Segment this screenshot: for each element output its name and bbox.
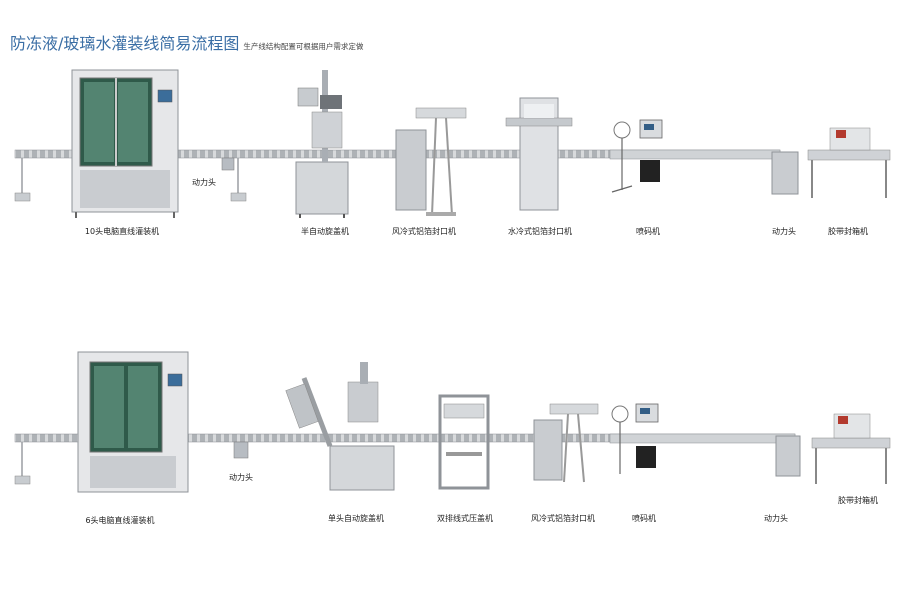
line2-power-head-b — [775, 435, 801, 477]
line1-air-sealer-machine — [395, 107, 467, 216]
page-title: 防冻液/玻璃水灌装线简易流程图生产线结构配置可根据用户需求定做 — [10, 30, 363, 54]
line1-capper-machine — [295, 70, 349, 218]
line2-presser-label: 双排线式压盖机 — [437, 514, 493, 523]
line2-power-head-b-label: 动力头 — [764, 514, 788, 523]
line1-filler-label: 10头电脑直线灌装机 — [84, 227, 160, 236]
line1-filler-machine — [71, 69, 179, 218]
line1-coder-label: 喷码机 — [636, 227, 660, 236]
line1-carton-taper — [807, 127, 891, 198]
line1-capper-label: 半自动旋盖机 — [301, 227, 349, 236]
line2-end-leg — [14, 442, 31, 485]
line2-taper-label: 胶带封箱机 — [838, 496, 878, 505]
line1-power-head-b-label: 动力头 — [772, 227, 796, 236]
line2-coder-machine — [611, 403, 659, 474]
line1-power-head-a — [221, 157, 247, 202]
line2-capper-label: 单头自动旋盖机 — [328, 514, 384, 523]
line2-capper-machine — [285, 362, 395, 491]
line2-carton-taper — [811, 413, 891, 484]
title-text: 防冻液/玻璃水灌装线简易流程图 — [10, 34, 240, 53]
line1-power-head-b — [771, 151, 799, 195]
line1-power-head-a-label: 动力头 — [192, 178, 216, 187]
line1-air-sealer-label: 风冷式铝箔封口机 — [392, 227, 456, 236]
line1-coder-machine — [611, 119, 663, 193]
line2-air-sealer-machine — [533, 403, 599, 483]
line2-coder-label: 喷码机 — [632, 514, 656, 523]
line2-filler-machine — [77, 351, 189, 493]
line2-power-head-a — [233, 441, 249, 459]
line1-water-sealer-machine — [505, 97, 573, 211]
line2-filler-label: 6头电脑直线灌装机 — [85, 516, 155, 525]
line1-end-leg — [14, 158, 31, 202]
subtitle-text: 生产线结构配置可根据用户需求定做 — [243, 42, 364, 51]
line2-air-sealer-label: 风冷式铝箔封口机 — [531, 514, 595, 523]
line2-presser-machine — [438, 394, 490, 490]
line1-taper-label: 胶带封箱机 — [828, 227, 868, 236]
line1-water-sealer-label: 水冷式铝箔封口机 — [508, 227, 572, 236]
line2-power-head-a-label: 动力头 — [229, 473, 253, 482]
